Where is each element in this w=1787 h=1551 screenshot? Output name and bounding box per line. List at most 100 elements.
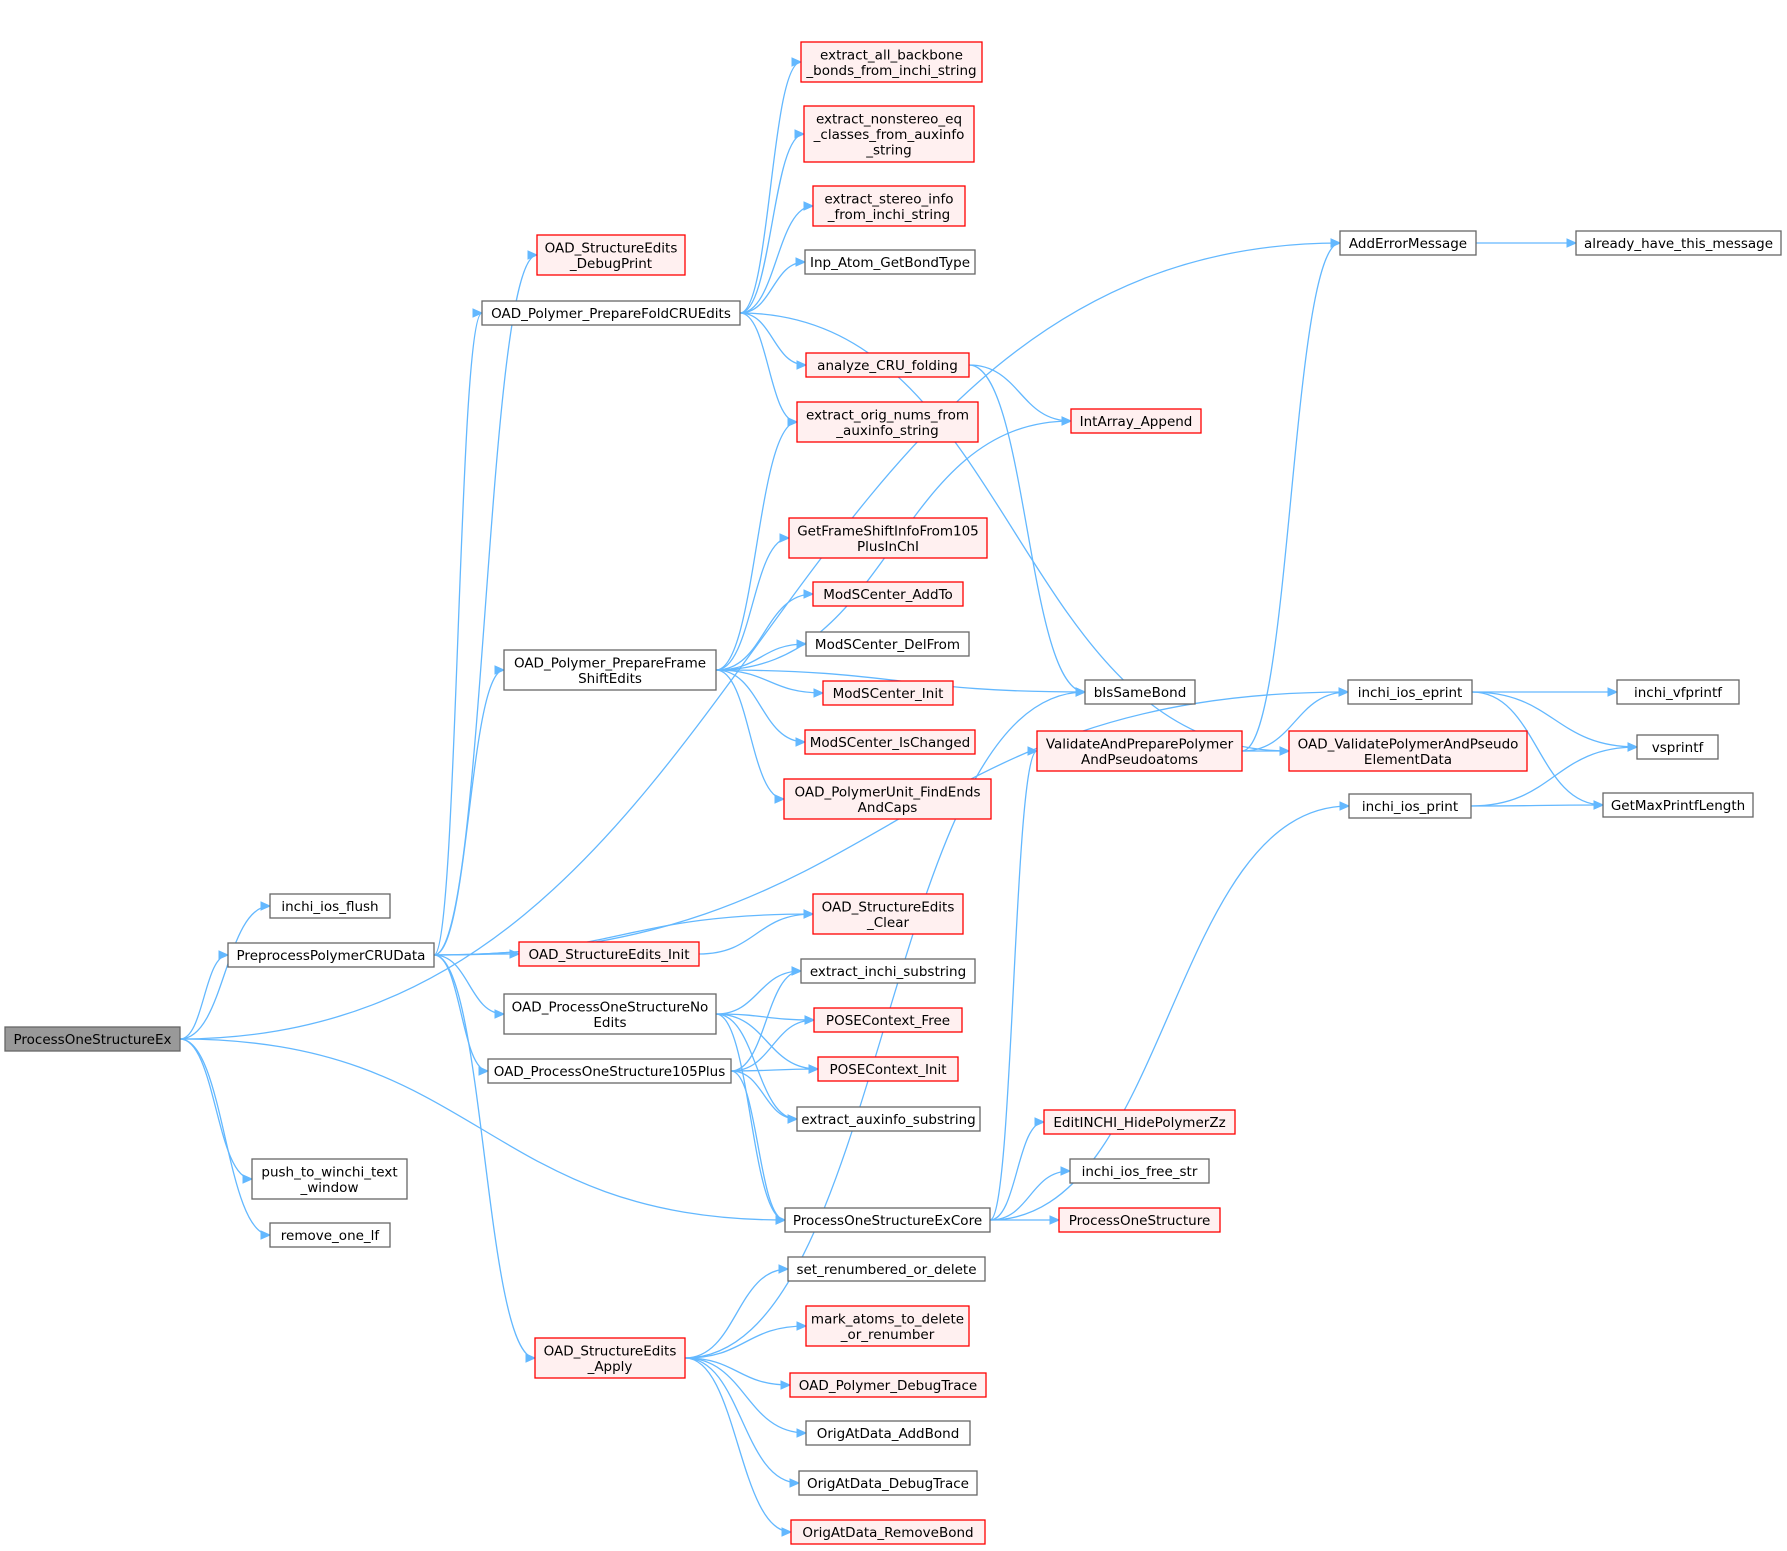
node-box[interactable] bbox=[804, 729, 976, 755]
node-inchi_ios_print[interactable]: inchi_ios_print bbox=[1348, 793, 1472, 819]
node-box[interactable] bbox=[227, 942, 435, 968]
node-extract_stereo_info_from_inchi_string[interactable]: extract_stereo_info_from_inchi_string bbox=[812, 185, 966, 227]
node-box[interactable] bbox=[813, 1007, 963, 1033]
node-box[interactable] bbox=[783, 778, 992, 820]
node-extract_inchi_substring[interactable]: extract_inchi_substring bbox=[800, 958, 976, 984]
node-mark_atoms_to_delete_or_renumber[interactable]: mark_atoms_to_delete_or_renumber bbox=[805, 1305, 970, 1347]
node-set_renumbered_or_delete[interactable]: set_renumbered_or_delete bbox=[787, 1256, 986, 1282]
node-box[interactable] bbox=[787, 1256, 986, 1282]
node-ProcessOneStructure[interactable]: ProcessOneStructure bbox=[1058, 1207, 1221, 1233]
node-OrigAtData_AddBond[interactable]: OrigAtData_AddBond bbox=[805, 1420, 971, 1446]
node-box[interactable] bbox=[812, 185, 966, 227]
node-OrigAtData_RemoveBond[interactable]: OrigAtData_RemoveBond bbox=[790, 1519, 986, 1545]
node-box[interactable] bbox=[534, 1337, 686, 1379]
node-ModSCenter_AddTo[interactable]: ModSCenter_AddTo bbox=[812, 581, 964, 607]
node-extract_nonstereo_eq_classes_from_auxinfo_string[interactable]: extract_nonstereo_eq_classes_from_auxinf… bbox=[803, 105, 975, 163]
node-box[interactable] bbox=[812, 581, 964, 607]
node-box[interactable] bbox=[518, 941, 700, 967]
node-box[interactable] bbox=[805, 352, 970, 378]
node-extract_auxinfo_substring[interactable]: extract_auxinfo_substring bbox=[796, 1106, 981, 1132]
node-OAD_Polymer_PrepareFoldCRUEdits[interactable]: OAD_Polymer_PrepareFoldCRUEdits bbox=[481, 300, 741, 326]
node-box[interactable] bbox=[1058, 1207, 1221, 1233]
node-box[interactable] bbox=[503, 993, 717, 1035]
node-Inp_Atom_GetBondType[interactable]: Inp_Atom_GetBondType bbox=[804, 249, 976, 275]
node-box[interactable] bbox=[788, 517, 988, 559]
node-GetMaxPrintfLength[interactable]: GetMaxPrintfLength bbox=[1602, 792, 1754, 818]
node-inchi_ios_eprint[interactable]: inchi_ios_eprint bbox=[1347, 679, 1473, 705]
node-extract_all_backbone_bonds_from_inchi_string[interactable]: extract_all_backbone_bonds_from_inchi_st… bbox=[800, 41, 983, 83]
node-box[interactable] bbox=[796, 1106, 981, 1132]
node-box[interactable] bbox=[536, 234, 686, 276]
node-box[interactable] bbox=[251, 1158, 408, 1200]
node-analyze_CRU_folding[interactable]: analyze_CRU_folding bbox=[805, 352, 970, 378]
node-box[interactable] bbox=[1636, 734, 1719, 760]
node-box[interactable] bbox=[1069, 1158, 1210, 1184]
node-extract_orig_nums_from_auxinfo_string[interactable]: extract_orig_nums_from_auxinfo_string bbox=[796, 401, 979, 443]
node-box[interactable] bbox=[1348, 793, 1472, 819]
node-box[interactable] bbox=[1070, 408, 1202, 434]
node-box[interactable] bbox=[805, 1305, 970, 1347]
node-ModSCenter_IsChanged[interactable]: ModSCenter_IsChanged bbox=[804, 729, 976, 755]
node-OAD_StructureEdits_Apply[interactable]: OAD_StructureEdits_Apply bbox=[534, 1337, 686, 1379]
node-EditINCHI_HidePolymerZz[interactable]: EditINCHI_HidePolymerZz bbox=[1043, 1109, 1236, 1135]
node-box[interactable] bbox=[269, 893, 391, 919]
node-box[interactable] bbox=[4, 1026, 181, 1052]
node-POSEContext_Free[interactable]: POSEContext_Free bbox=[813, 1007, 963, 1033]
node-OAD_ProcessOneStructure105Plus[interactable]: OAD_ProcessOneStructure105Plus bbox=[487, 1058, 732, 1084]
node-AddErrorMessage[interactable]: AddErrorMessage bbox=[1339, 230, 1477, 256]
node-box[interactable] bbox=[800, 41, 983, 83]
node-box[interactable] bbox=[481, 300, 741, 326]
node-inchi_ios_flush[interactable]: inchi_ios_flush bbox=[269, 893, 391, 919]
node-ModSCenter_Init[interactable]: ModSCenter_Init bbox=[822, 680, 954, 706]
node-remove_one_lf[interactable]: remove_one_lf bbox=[269, 1222, 391, 1248]
node-box[interactable] bbox=[1288, 730, 1528, 772]
node-box[interactable] bbox=[1339, 230, 1477, 256]
node-box[interactable] bbox=[1043, 1109, 1236, 1135]
node-box[interactable] bbox=[503, 649, 717, 691]
node-box[interactable] bbox=[805, 1420, 971, 1446]
node-OAD_StructureEdits_Init[interactable]: OAD_StructureEdits_Init bbox=[518, 941, 700, 967]
node-box[interactable] bbox=[1084, 679, 1196, 705]
node-box[interactable] bbox=[798, 1470, 978, 1496]
node-POSEContext_Init[interactable]: POSEContext_Init bbox=[817, 1056, 959, 1082]
node-box[interactable] bbox=[784, 1207, 991, 1233]
node-box[interactable] bbox=[789, 1372, 987, 1398]
node-already_have_this_message[interactable]: already_have_this_message bbox=[1575, 230, 1782, 256]
node-box[interactable] bbox=[817, 1056, 959, 1082]
node-box[interactable] bbox=[803, 105, 975, 163]
node-box[interactable] bbox=[796, 401, 979, 443]
node-OrigAtData_DebugTrace[interactable]: OrigAtData_DebugTrace bbox=[798, 1470, 978, 1496]
node-box[interactable] bbox=[800, 958, 976, 984]
node-box[interactable] bbox=[1036, 730, 1243, 772]
node-box[interactable] bbox=[1602, 792, 1754, 818]
node-ProcessOneStructureEx[interactable]: ProcessOneStructureEx bbox=[4, 1026, 181, 1052]
node-OAD_Polymer_DebugTrace[interactable]: OAD_Polymer_DebugTrace bbox=[789, 1372, 987, 1398]
node-ModSCenter_DelFrom[interactable]: ModSCenter_DelFrom bbox=[805, 631, 970, 657]
node-bIsSameBond[interactable]: bIsSameBond bbox=[1084, 679, 1196, 705]
node-OAD_StructureEdits_Clear[interactable]: OAD_StructureEdits_Clear bbox=[812, 893, 964, 935]
node-inchi_ios_free_str[interactable]: inchi_ios_free_str bbox=[1069, 1158, 1210, 1184]
node-box[interactable] bbox=[487, 1058, 732, 1084]
node-PreprocessPolymerCRUData[interactable]: PreprocessPolymerCRUData bbox=[227, 942, 435, 968]
node-box[interactable] bbox=[790, 1519, 986, 1545]
node-vsprintf[interactable]: vsprintf bbox=[1636, 734, 1719, 760]
node-box[interactable] bbox=[822, 680, 954, 706]
node-box[interactable] bbox=[269, 1222, 391, 1248]
node-box[interactable] bbox=[812, 893, 964, 935]
node-box[interactable] bbox=[804, 249, 976, 275]
node-ProcessOneStructureExCore[interactable]: ProcessOneStructureExCore bbox=[784, 1207, 991, 1233]
node-box[interactable] bbox=[1616, 679, 1740, 705]
node-box[interactable] bbox=[1575, 230, 1782, 256]
node-inchi_vfprintf[interactable]: inchi_vfprintf bbox=[1616, 679, 1740, 705]
node-box[interactable] bbox=[805, 631, 970, 657]
node-OAD_StructureEdits_DebugPrint[interactable]: OAD_StructureEdits_DebugPrint bbox=[536, 234, 686, 276]
node-IntArray_Append[interactable]: IntArray_Append bbox=[1070, 408, 1202, 434]
node-box[interactable] bbox=[1347, 679, 1473, 705]
node-push_to_winchi_text_window[interactable]: push_to_winchi_text_window bbox=[251, 1158, 408, 1200]
